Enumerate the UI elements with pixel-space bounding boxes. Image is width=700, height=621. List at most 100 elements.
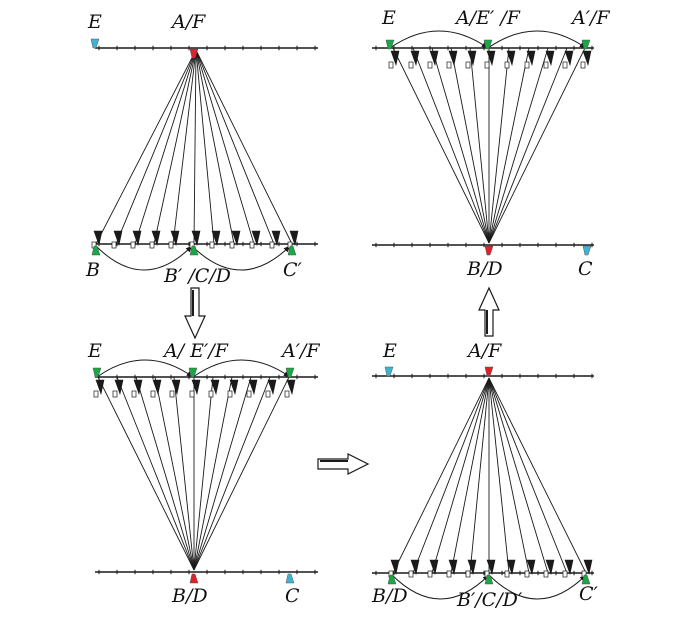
panel3-sensor-tab	[112, 390, 118, 398]
panel1-sensor	[93, 230, 103, 247]
panel3-sensor-tab	[93, 390, 99, 398]
panel2-ray	[488, 47, 568, 244]
panel2-label-bd: B/D	[466, 258, 503, 280]
panel2-cyan-marker	[582, 245, 592, 256]
panel1-label-af: A/F	[170, 11, 206, 33]
panel3-sensor	[95, 379, 105, 396]
panel1-ray	[195, 49, 293, 245]
panel1-green-marker	[189, 245, 199, 256]
panel4-sensor	[467, 559, 477, 576]
panel2-sensor-tab	[504, 61, 510, 69]
panel2-sensor	[526, 50, 536, 67]
panel3-transfer-arc	[96, 359, 194, 378]
panel2-sensor-tab	[388, 61, 394, 69]
panel1-ray	[115, 49, 197, 245]
panel3-sensor	[114, 379, 124, 396]
panel4-sensor-tab	[543, 570, 549, 578]
panel1-sensor	[271, 230, 281, 247]
panel3-green-marker	[285, 367, 295, 378]
panel4-ray	[488, 377, 568, 574]
panel3-sensor	[152, 379, 162, 396]
panel3-green-marker	[92, 367, 102, 378]
panel1-label-bcd: B′ /C/D	[163, 265, 231, 287]
panel4-label-e: E	[382, 340, 397, 362]
panel4-sensor-tab	[446, 570, 452, 578]
panel4-ray	[412, 377, 490, 574]
panel1-transfer-arc	[95, 245, 193, 271]
panel1-cyan-marker	[90, 38, 100, 49]
panel1-sensor-tab	[209, 241, 215, 249]
panel2-ray	[469, 47, 490, 244]
panel1-ray	[193, 49, 197, 245]
panel2-sensor-tab	[543, 61, 549, 69]
panel4-sensor-tab	[504, 570, 510, 578]
panel3-sensor	[133, 379, 143, 396]
panel2-green-marker	[385, 39, 395, 50]
panel1-label-b: B	[85, 259, 100, 281]
panel4-label-c-prime: C′	[579, 583, 599, 605]
panel2-sensor-tab	[484, 61, 490, 69]
panel4-sensor	[506, 559, 516, 576]
panel1-ray	[134, 49, 197, 245]
panel1-sensor	[211, 230, 221, 247]
panel2-ray	[450, 47, 490, 244]
panel4-label-bcd-prime: B′/C/D′	[456, 589, 523, 611]
panel3-red-marker	[189, 573, 199, 584]
panel1-label-c-prime: C′	[283, 259, 303, 281]
panel2-sensor	[486, 50, 496, 67]
panel1-sensor	[231, 230, 241, 247]
panel4-sensor	[410, 559, 420, 576]
panel1-sensor-tab	[168, 241, 174, 249]
panel3-label-c: C	[285, 585, 300, 607]
panel3-sensor-tab	[131, 390, 137, 398]
panel4-ray	[469, 377, 490, 574]
panel2-ray	[488, 47, 586, 244]
panel1-ray	[195, 49, 215, 245]
panel3-sensor-tab	[227, 390, 233, 398]
panel2-sensor	[506, 50, 516, 67]
panel2-sensor-tab	[446, 61, 452, 69]
panel1-sensor	[170, 230, 180, 247]
panel3-sensor-tab	[265, 390, 271, 398]
panel1-green-marker	[91, 245, 101, 256]
panel1-ray	[153, 49, 197, 245]
panel2-ray	[412, 47, 490, 244]
panel4-sensor-tab	[465, 570, 471, 578]
panel2-sensor-tab	[562, 61, 568, 69]
panel3-sensor-tab	[284, 390, 290, 398]
panel3-ray	[193, 376, 233, 571]
panel1-sensor-tab	[130, 241, 136, 249]
panel1-green-marker	[287, 245, 297, 256]
panel4-sensor-tab	[524, 570, 530, 578]
panel4-transfer-arc	[391, 574, 490, 600]
panel1-ray	[195, 49, 235, 245]
panel1-sensor	[191, 230, 201, 247]
panel3-sensor	[229, 379, 239, 396]
panel1-transfer-arc	[191, 245, 291, 271]
panel2-green-marker	[483, 39, 493, 50]
panel2-sensor	[545, 50, 555, 67]
panel2-sensor-tab	[427, 61, 433, 69]
panel3-sensor	[286, 379, 296, 396]
panel4-transfer-arc	[488, 574, 587, 600]
panel4-sensor	[545, 559, 555, 576]
panel4-sensor	[486, 559, 496, 576]
panel3-sensor	[191, 379, 201, 396]
panel1-ray	[95, 49, 197, 245]
panel3-ray	[193, 376, 290, 571]
panel3-sensor	[210, 379, 220, 396]
panel3-ray	[193, 376, 271, 571]
panel2-label-c: C	[578, 258, 593, 280]
panel3-sensor-tab	[246, 390, 252, 398]
flow-arrow-right	[317, 453, 370, 475]
panel2-red-marker	[484, 245, 494, 256]
panel3-label-a-prime-f: A′/F	[280, 340, 320, 362]
panel2-transfer-arc	[389, 30, 489, 49]
panel4-ray	[450, 377, 490, 574]
panel1-sensor-tab	[249, 241, 255, 249]
panel3-sensor	[171, 379, 181, 396]
panel3-ray	[116, 376, 195, 571]
panel2-sensor	[390, 50, 400, 67]
panel1-red-marker	[189, 48, 199, 59]
